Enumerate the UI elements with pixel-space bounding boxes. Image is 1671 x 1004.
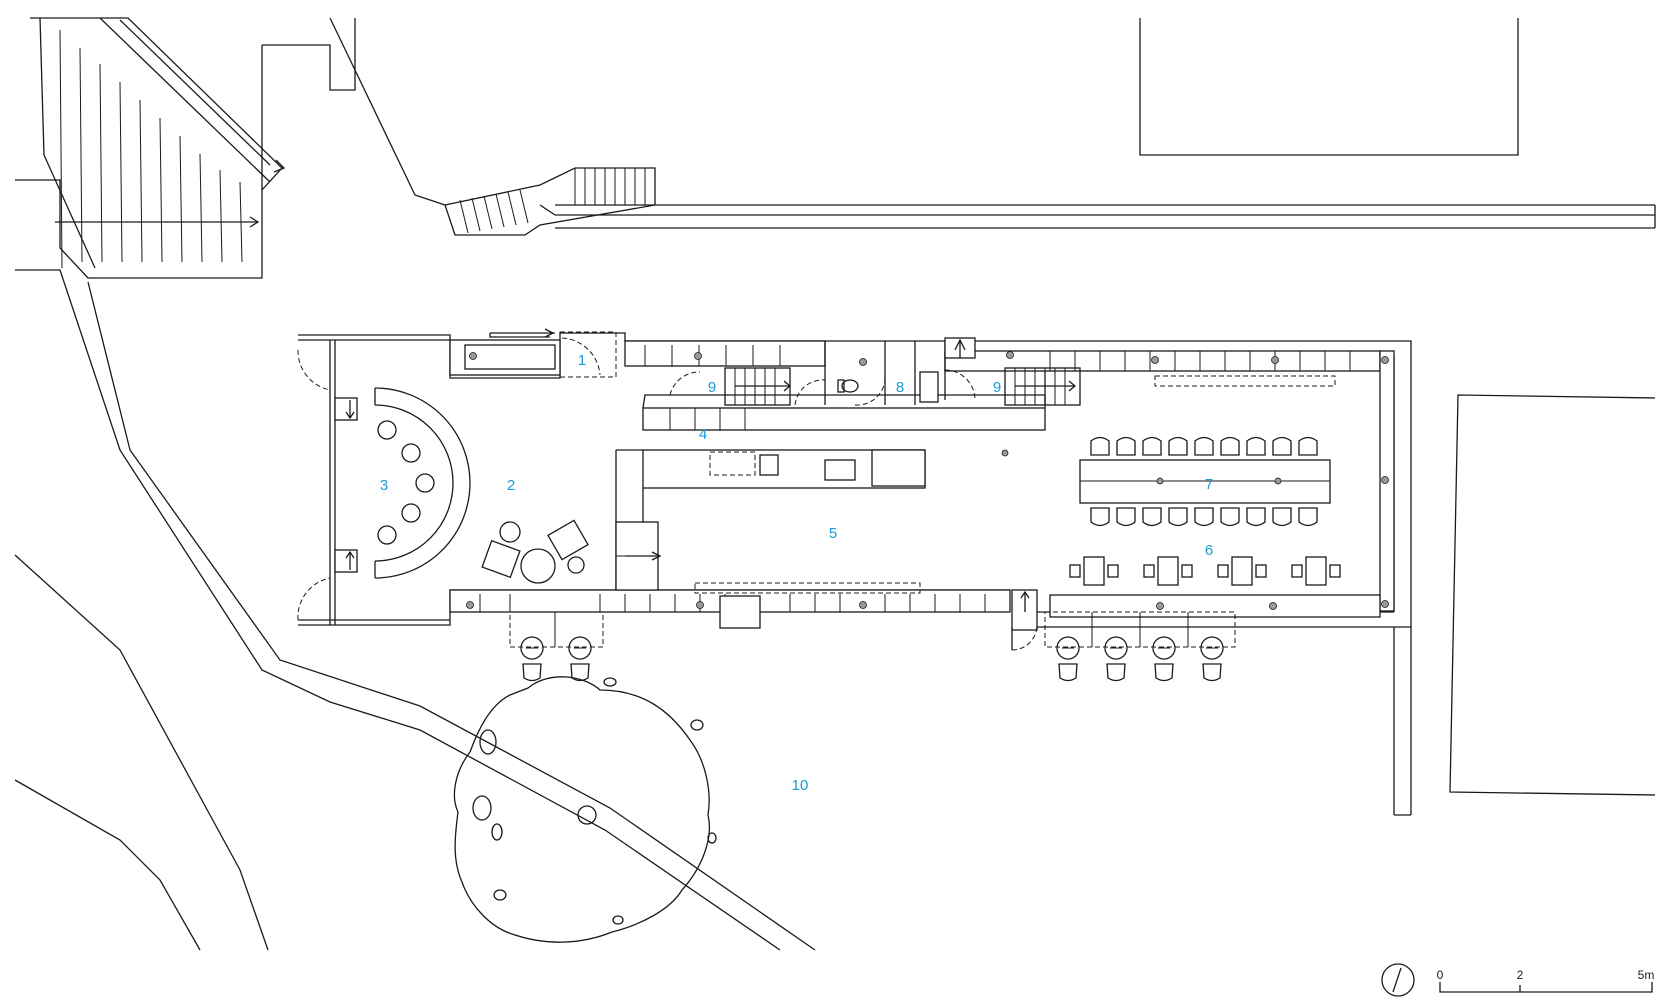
- cafe-chair: [1291, 564, 1303, 578]
- outdoor-stool: [1200, 636, 1224, 660]
- room-label: 9: [708, 379, 716, 396]
- cafe-chair: [1069, 564, 1081, 578]
- north-arrow: [1381, 963, 1415, 997]
- room-label: 1: [578, 352, 586, 369]
- chair: [1272, 507, 1292, 527]
- scale-label-mid: 2: [1517, 968, 1524, 982]
- outdoor-stool: [520, 636, 544, 660]
- room-label: 3: [380, 477, 388, 494]
- outdoor-stool: [1056, 636, 1080, 660]
- chair: [1220, 436, 1240, 456]
- room-label: 10: [792, 777, 809, 794]
- cafe-chair: [1255, 564, 1267, 578]
- chair: [1142, 436, 1162, 456]
- room-label: 5: [829, 525, 837, 542]
- room-label: 8: [896, 379, 904, 396]
- chair: [1168, 507, 1188, 527]
- internal-stair-left: [724, 367, 792, 406]
- outdoor-stool: [1152, 636, 1176, 660]
- cafe-table: [1231, 556, 1253, 586]
- chair: [1090, 436, 1110, 456]
- long-table: [1079, 459, 1331, 504]
- internal-stair-right: [1004, 367, 1081, 406]
- cafe-chair: [1217, 564, 1229, 578]
- outdoor-chair: [1154, 663, 1174, 682]
- chair: [1246, 507, 1266, 527]
- site-boundaries: [14, 17, 1656, 951]
- chair: [1116, 507, 1136, 527]
- small-tables: [1069, 556, 1341, 586]
- outdoor-chair: [1106, 663, 1126, 682]
- chair: [1142, 507, 1162, 527]
- cafe-table: [1083, 556, 1105, 586]
- room-label: 4: [699, 426, 707, 443]
- chair: [1246, 436, 1266, 456]
- lounge-furniture: [481, 519, 589, 584]
- round-seating: [334, 387, 471, 579]
- chair: [1298, 507, 1318, 527]
- cafe-chair: [1107, 564, 1119, 578]
- chair: [1220, 507, 1240, 527]
- cafe-chair: [1181, 564, 1193, 578]
- room-label: 6: [1205, 542, 1213, 559]
- outdoor-chair: [1202, 663, 1222, 682]
- chair: [1194, 507, 1214, 527]
- terrace-stairs: [15, 17, 286, 279]
- outdoor-chair: [1058, 663, 1078, 682]
- chair: [1116, 436, 1136, 456]
- outdoor-chair: [522, 663, 542, 682]
- scale-label-zero: 0: [1437, 968, 1444, 982]
- chair: [1090, 507, 1110, 527]
- room-label: 2: [507, 477, 515, 494]
- scale-bar: 0 2 5m: [1437, 968, 1655, 993]
- scale-label-end: 5m: [1638, 968, 1655, 982]
- neighbour-buildings: [1139, 18, 1656, 796]
- cafe-table: [1157, 556, 1179, 586]
- chair: [1194, 436, 1214, 456]
- chair: [1272, 436, 1292, 456]
- chair: [1298, 436, 1318, 456]
- table-chairs-bottom: [1090, 507, 1318, 527]
- table-chairs-top: [1090, 436, 1318, 456]
- outdoor-stool: [568, 636, 592, 660]
- room-labels: 1 2 3 4 5 6 7 8 9 9 10: [380, 352, 1213, 794]
- outdoor-chairs: [520, 636, 1224, 682]
- north-stair: [444, 167, 656, 236]
- building: [297, 328, 1412, 816]
- chair: [1168, 436, 1188, 456]
- cafe-chair: [1329, 564, 1341, 578]
- cafe-chair: [1143, 564, 1155, 578]
- room-label: 9: [993, 379, 1001, 396]
- cafe-table: [1305, 556, 1327, 586]
- outdoor-stool: [1104, 636, 1128, 660]
- tree: [453, 676, 717, 943]
- room-label: 7: [1205, 476, 1213, 493]
